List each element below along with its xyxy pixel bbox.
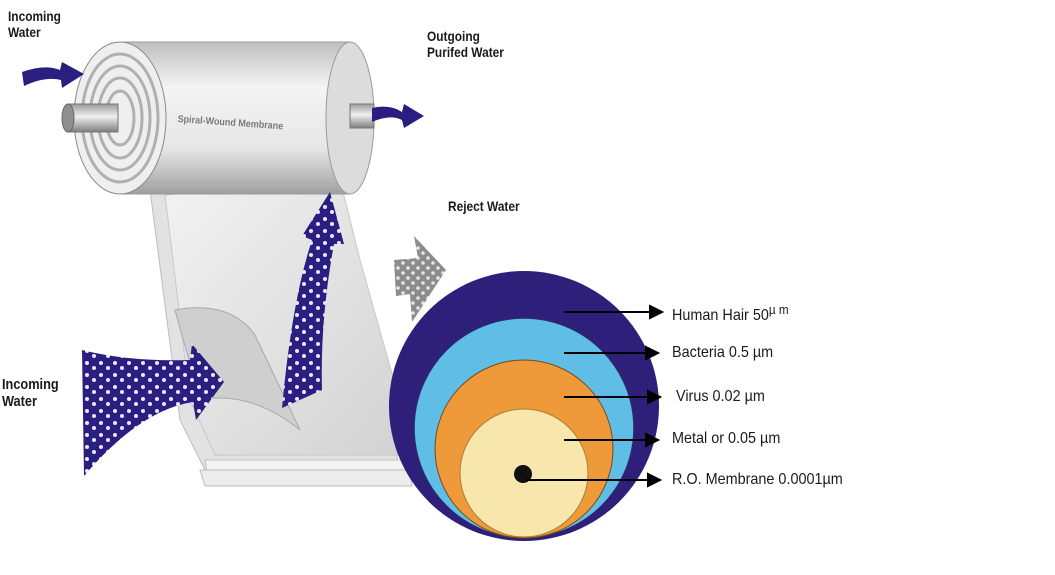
pointer-arrows bbox=[526, 304, 665, 488]
ro-membrane-label: R.O. Membrane 0.0001µm bbox=[672, 471, 843, 488]
bacteria-label: Bacteria 0.5 µm bbox=[672, 344, 774, 361]
spiral-wound-roll bbox=[61, 41, 375, 195]
incoming-water-side-label: Incoming Water bbox=[2, 376, 59, 411]
outgoing-water-label: Outgoing Purifed Water bbox=[427, 28, 504, 60]
membrane-sheets bbox=[149, 174, 419, 487]
reject-water-label: Reject Water bbox=[448, 198, 520, 214]
outgoing-line1: Outgoing bbox=[427, 28, 480, 44]
upward-flow-arrow bbox=[282, 192, 344, 408]
incoming-side-arrow bbox=[82, 344, 224, 476]
incoming-water-top-label: Incoming Water bbox=[8, 8, 61, 40]
outgoing-line2: Purifed Water bbox=[427, 44, 504, 61]
human-hair-unit: µ m bbox=[768, 302, 789, 317]
metal-label: Metal or 0.05 µm bbox=[672, 430, 781, 447]
outgoing-arrow bbox=[372, 104, 424, 128]
particle-size-circles bbox=[389, 271, 659, 541]
human-hair-text: Human Hair 50 bbox=[672, 307, 769, 324]
incoming-side-line1: Incoming bbox=[2, 376, 59, 393]
reject-arrow bbox=[394, 236, 446, 322]
incoming-top-line1: Incoming bbox=[8, 8, 61, 24]
incoming-side-line2: Water bbox=[2, 393, 37, 411]
incoming-top-line2: Water bbox=[8, 24, 41, 41]
incoming-top-arrow bbox=[22, 62, 84, 88]
human-hair-label: Human Hair 50µ m bbox=[672, 302, 789, 325]
virus-label: Virus 0.02 µm bbox=[676, 388, 765, 405]
ro-membrane-dot bbox=[514, 465, 532, 483]
